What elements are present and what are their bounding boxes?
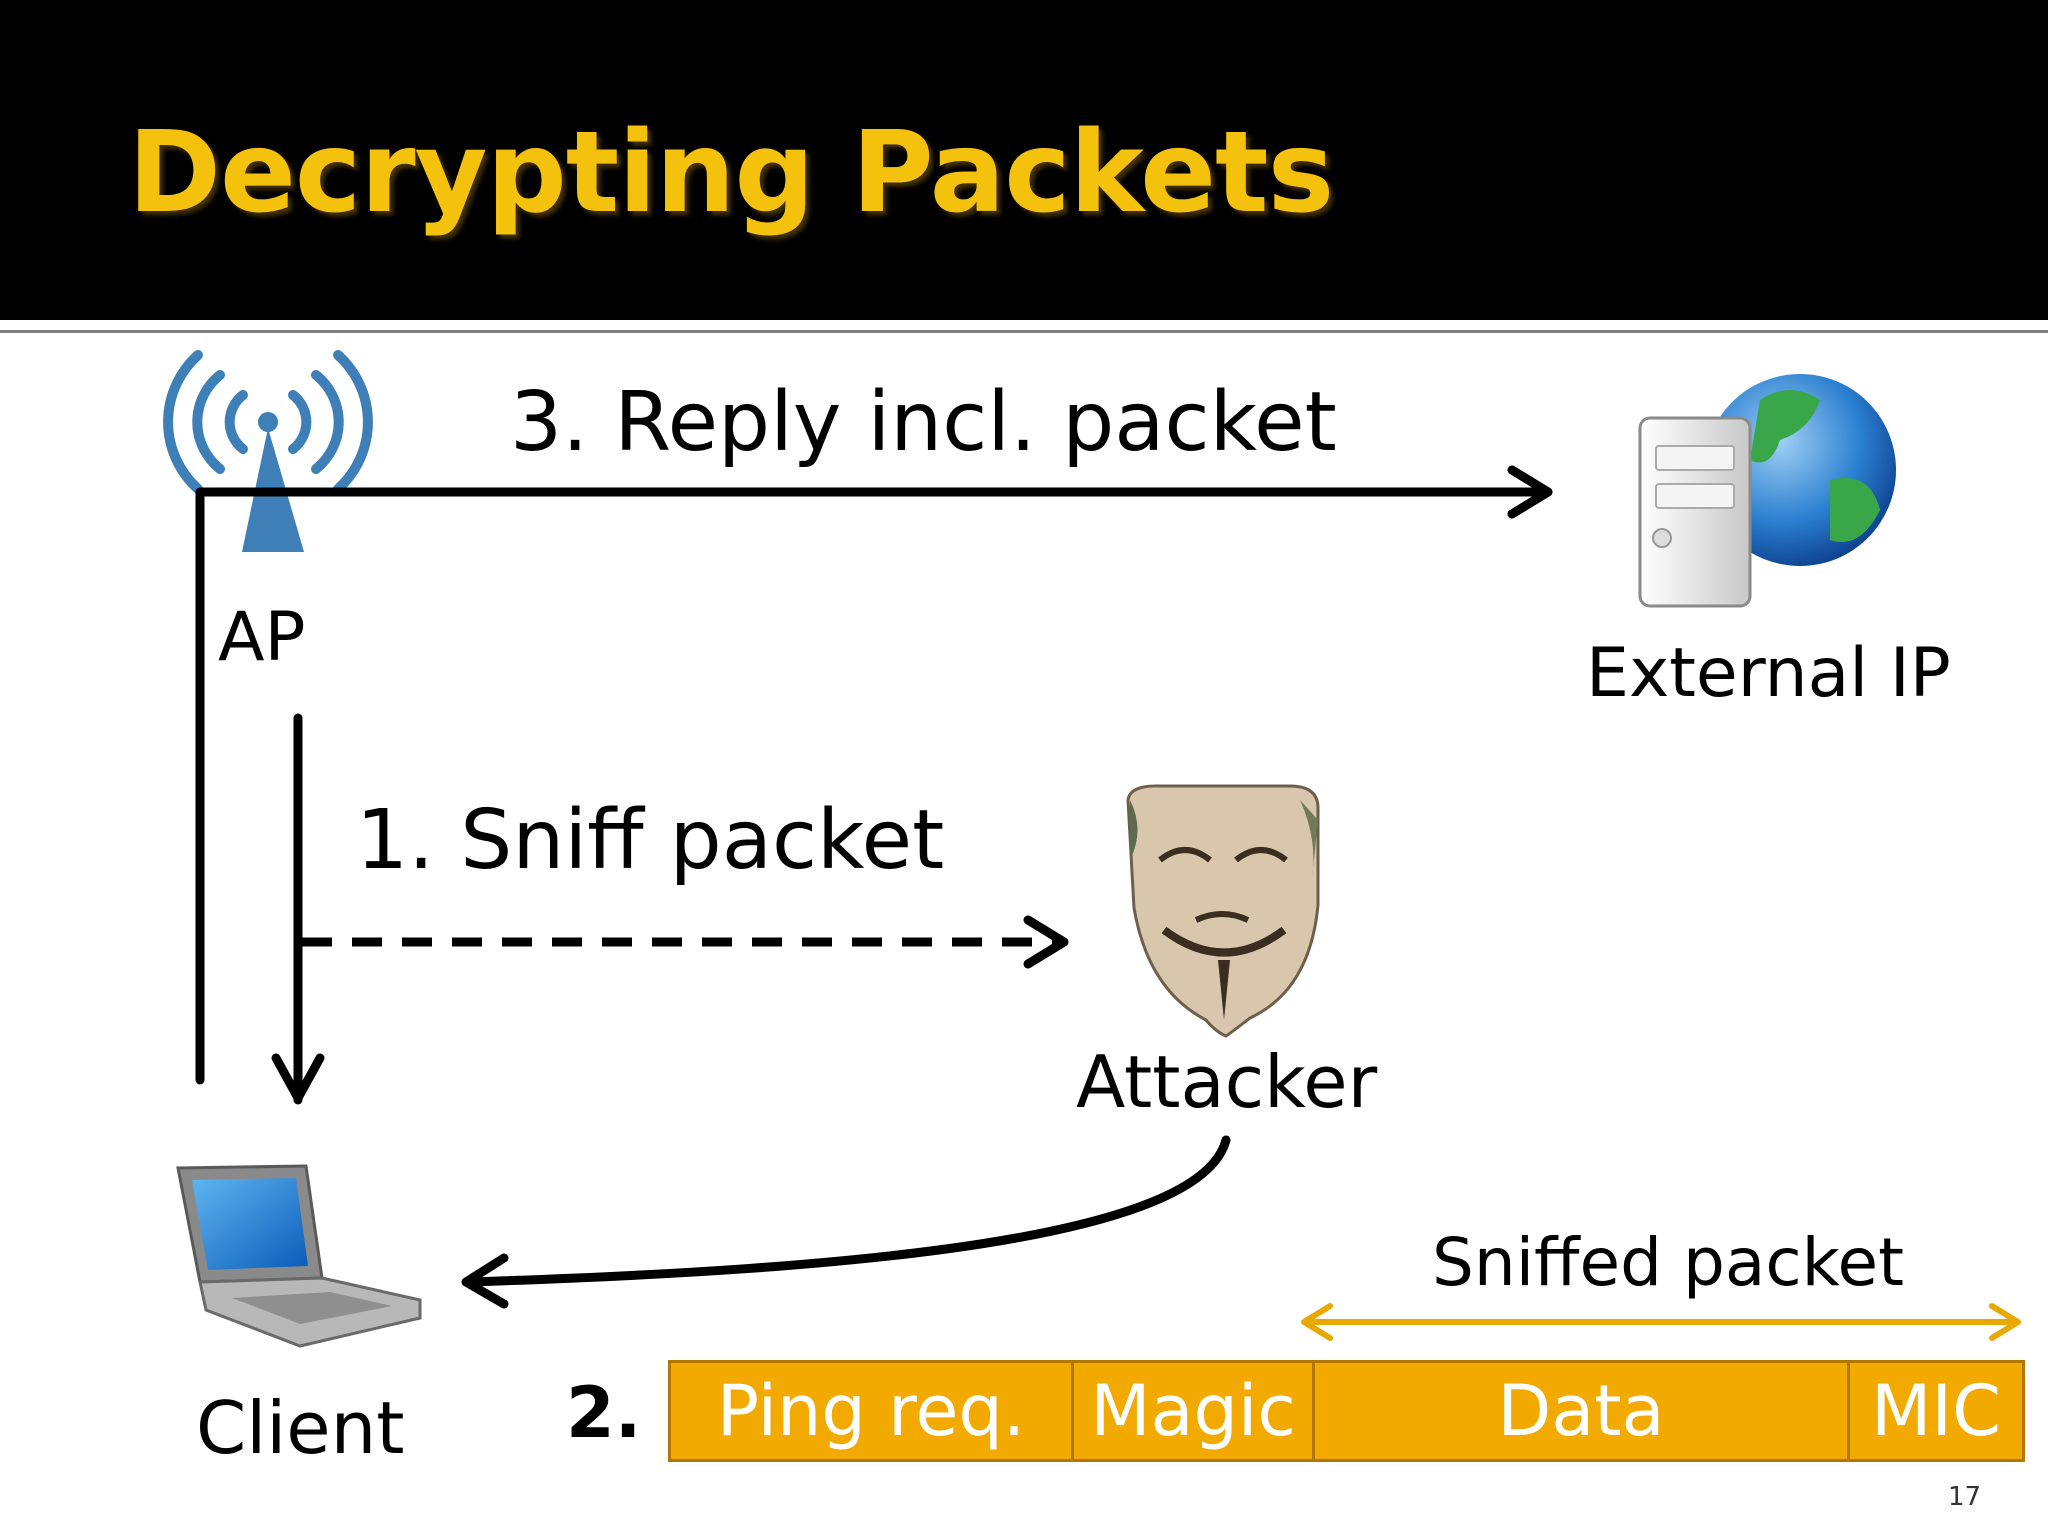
laptop-icon [176, 1164, 422, 1348]
packet-segment-ping-text: Ping req. [716, 1370, 1026, 1452]
packet-segment-ping: Ping req. [668, 1360, 1074, 1462]
packet-segment-magic: Magic [1071, 1360, 1315, 1462]
reply-arrow [195, 487, 1553, 1085]
reply-arrowhead [1507, 465, 1553, 519]
ap-label: AP [218, 598, 306, 677]
slide-title: Decrypting Packets [128, 108, 1334, 238]
sniffed-packet-label: Sniffed packet [1432, 1224, 1904, 1301]
attacker-mask-icon [1126, 784, 1320, 1038]
sniff-arrowhead [1023, 915, 1069, 969]
step-1-sniff-label: 1. Sniff packet [356, 793, 945, 888]
attacker-label: Attacker [1076, 1040, 1378, 1124]
packet-segment-magic-text: Magic [1090, 1370, 1296, 1452]
inject-arrowhead [461, 1253, 509, 1309]
packet-segment-data: Data [1312, 1360, 1850, 1462]
step-2-label: 2. [566, 1372, 642, 1454]
external-ip-label: External IP [1586, 634, 1951, 713]
client-label: Client [196, 1386, 405, 1470]
sniffed-span-arrow [1301, 1303, 2021, 1341]
step-3-reply-label: 3. Reply incl. packet [510, 375, 1337, 470]
packet-segment-data-text: Data [1497, 1370, 1665, 1452]
server-globe-icon [1638, 374, 1896, 608]
header-divider [0, 330, 2048, 333]
slide-header [0, 0, 2048, 320]
packet-segment-mic-text: MIC [1871, 1370, 2001, 1452]
page-number: 17 [1948, 1482, 1982, 1512]
inject-arrow [463, 1135, 1231, 1287]
ap-to-client-arrowhead [271, 1053, 325, 1103]
packet-segment-mic: MIC [1847, 1360, 2025, 1462]
